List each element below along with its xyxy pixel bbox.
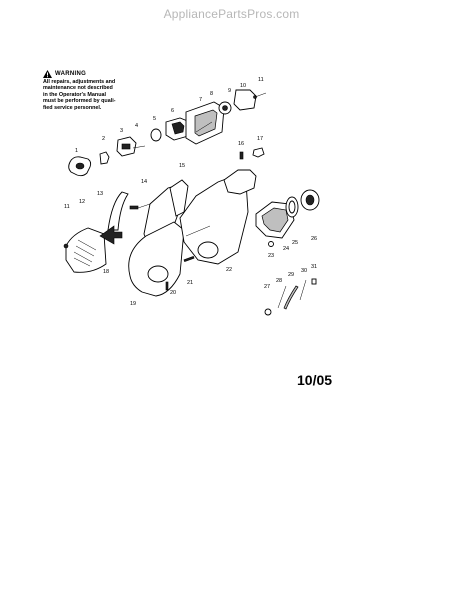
callout-11-top: 11 [258,77,264,83]
part-10-cover [233,89,267,111]
callout-31: 31 [311,264,317,270]
date-code: 10/05 [297,372,333,388]
part-14-screw [129,203,151,210]
part-28-tube [277,285,287,309]
callout-2: 2 [102,136,105,142]
callout-22: 22 [226,267,232,273]
part-13-handle [107,191,129,231]
part-8-knob [218,101,232,115]
warning-notice: WARNING All repairs, adjustments and mai… [43,70,121,111]
part-31-clamp [311,278,317,285]
warning-line-1: All repairs, adjustments and [43,79,116,85]
part-18-arrow-icon [99,225,123,245]
site-watermark: AppliancePartsPros.com [163,7,300,21]
callout-18: 18 [103,269,109,275]
warning-line-5: fied service personnel. [43,104,102,111]
callout-1: 1 [75,148,78,154]
part-22-housing-half [179,169,257,265]
warning-line-4: must be performed by quali- [43,98,116,105]
part-30-tube [299,279,307,301]
part-25-ring [285,196,299,218]
part-1-grommet [68,156,92,177]
warning-line-2: maintenance not described [43,85,113,92]
warning-triangle-icon [43,70,52,78]
callout-19: 19 [130,301,136,307]
callout-27: 27 [264,284,270,290]
callout-8: 8 [210,91,213,97]
warning-line-3: in the Operator's Manual [43,91,106,98]
callout-21: 21 [187,280,193,286]
part-5-cap [150,128,162,142]
callout-15: 15 [179,163,185,169]
callout-30: 30 [301,268,307,274]
part-12-shroud [63,227,107,273]
part-16-screw [239,151,244,160]
callout-20: 20 [170,290,176,296]
callout-7: 7 [199,97,202,103]
callout-9: 9 [228,88,231,94]
callout-5: 5 [153,116,156,122]
warning-title: WARNING [55,70,87,77]
callout-17: 17 [257,136,263,142]
callout-11-left: 11 [64,204,70,210]
part-23-screw [268,241,274,247]
part-24-intake [255,201,295,239]
part-21-pin [183,255,195,263]
callout-3: 3 [120,128,123,134]
callout-12: 12 [79,199,85,205]
part-7-engine-cover [185,101,225,145]
callout-10: 10 [240,83,246,89]
part-2-clip [99,151,110,165]
callout-26: 26 [311,236,317,242]
part-20-screw [165,281,169,291]
callout-16: 16 [238,141,244,147]
callout-28: 28 [276,278,282,284]
callout-23-upper: 23 [268,253,274,259]
part-19-lower-housing [128,221,185,297]
part-27-fitting [264,308,272,316]
callout-25: 25 [292,240,298,246]
part-3-switch [116,136,146,157]
callout-29: 29 [288,272,294,278]
callout-14: 14 [141,179,147,185]
callout-labels: 1 2 3 4 5 6 7 8 9 10 11 11 12 13 14 15 1… [64,77,317,307]
part-29-tube [283,285,299,310]
part-17-plug [252,147,265,158]
callout-24: 24 [283,246,289,252]
part-26-filter-cap [300,189,320,211]
warning-heading: WARNING [43,70,121,78]
callout-4: 4 [135,123,138,129]
callout-6: 6 [171,108,174,114]
callout-13: 13 [97,191,103,197]
